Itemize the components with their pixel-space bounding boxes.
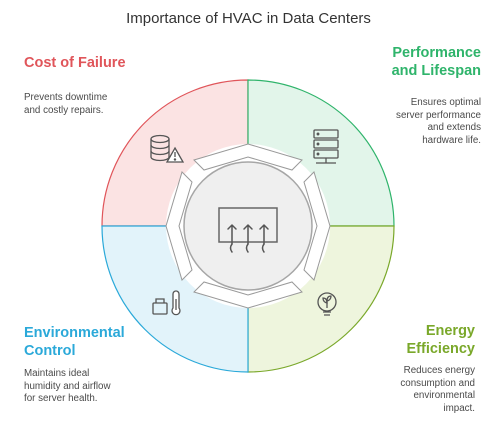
- diagram-title: Importance of HVAC in Data Centers: [126, 10, 371, 27]
- desc-cost-of-failure: Prevents downtime and costly repairs.: [24, 92, 108, 116]
- arrow-wedge-left: [165, 171, 193, 281]
- arrow-wedge-right: [303, 171, 331, 281]
- desc-performance: Ensures optimal server performance and e…: [396, 97, 481, 146]
- server-icon: [313, 129, 339, 164]
- eco-bulb-icon: [317, 292, 337, 316]
- label-energy-efficiency: Energy Efficiency: [406, 323, 476, 357]
- label-performance: Performance and Lifespan: [391, 45, 481, 79]
- heat-airflow-icon: [218, 207, 278, 253]
- database-warning-icon: [150, 134, 185, 163]
- label-cost-of-failure: Cost of Failure: [24, 55, 126, 71]
- thermometer-icon: [152, 290, 181, 316]
- arrow-wedge-top: [193, 143, 303, 171]
- label-environmental-control: Environmental Control: [24, 325, 125, 359]
- desc-energy-efficiency: Reduces energy consumption and environme…: [400, 365, 475, 414]
- desc-environmental-control: Maintains ideal humidity and airflow for…: [24, 368, 111, 404]
- arrow-wedge-bottom: [193, 281, 303, 309]
